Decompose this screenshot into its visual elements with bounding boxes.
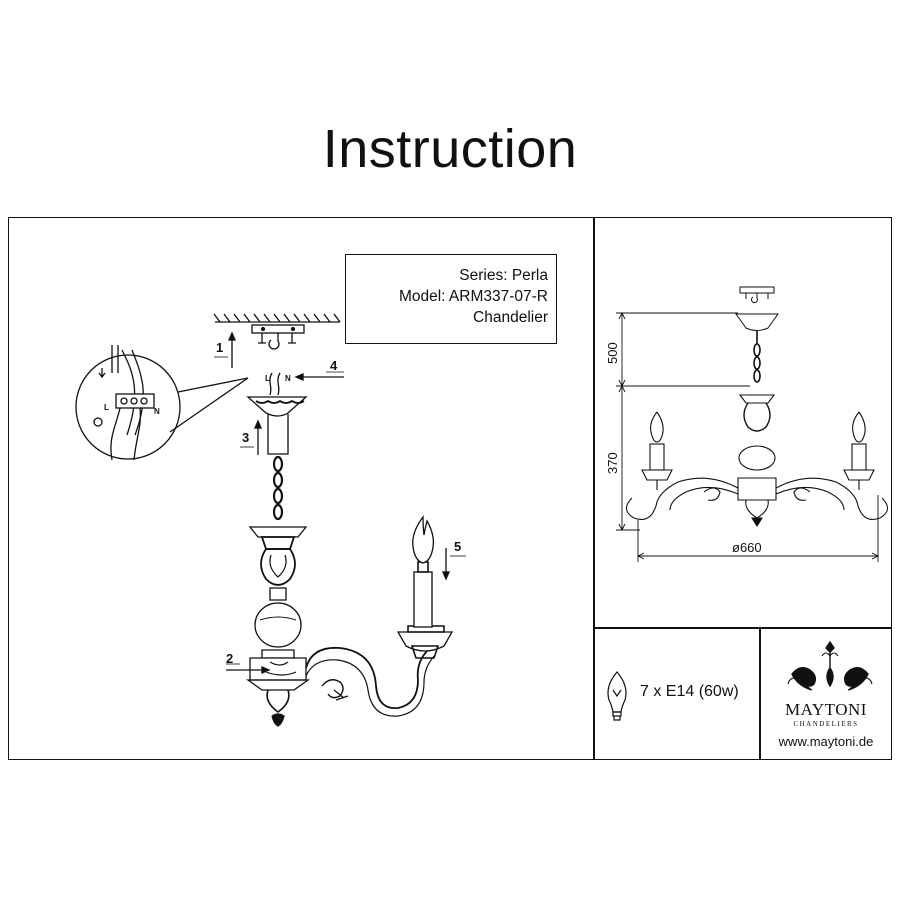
product-type-label: Chandelier <box>473 309 548 326</box>
dimension-lines <box>616 311 880 562</box>
dimension-diameter: ø660 <box>732 540 762 555</box>
brand-name: MAYTONI <box>785 700 867 719</box>
dimension-body-height: 370 <box>605 452 620 474</box>
wiring-detail-callout <box>75 345 249 461</box>
step-5-arrow <box>442 548 466 581</box>
step-5-label: 5 <box>454 539 461 554</box>
step-2-label: 2 <box>226 651 233 666</box>
canopy-icon <box>246 396 308 455</box>
brand-tagline: CHANDELIERS <box>793 720 859 728</box>
chandelier-column-icon <box>245 526 311 727</box>
bulb-icon <box>607 671 627 721</box>
step-2-arrow <box>226 663 271 674</box>
panel-divider-footer <box>759 627 761 760</box>
page-title: Instruction <box>322 119 578 179</box>
ceiling-hatch <box>213 313 341 323</box>
brand-logo-icon <box>787 640 873 691</box>
step-1-arrow <box>214 331 236 368</box>
candle-arm-icon <box>305 646 435 717</box>
candle-bulb-icon <box>412 515 435 564</box>
bulb-spec: 7 x E14 (60w) <box>640 683 739 700</box>
diagram-frame <box>8 217 892 760</box>
step-1-label: 1 <box>216 340 223 355</box>
mini-chain-icon <box>753 330 761 383</box>
panel-divider-horizontal <box>593 627 892 629</box>
model-label: Model: ARM337-07-R <box>398 288 548 305</box>
step-4-arrow <box>294 371 344 381</box>
mini-chandelier-icon <box>625 394 889 528</box>
wires <box>269 372 281 396</box>
detail-neutral-label: N <box>154 407 160 416</box>
step-3-arrow <box>240 419 262 455</box>
mini-bracket-icon <box>739 286 775 304</box>
series-label: Series: Perla <box>459 267 548 284</box>
panel-divider-vertical <box>593 217 595 760</box>
mounting-bracket-icon <box>251 324 305 350</box>
mini-canopy-icon <box>735 313 779 331</box>
wire-neutral-label: N <box>285 374 291 383</box>
wire-live-label: L <box>265 374 270 383</box>
candle-cup-icon <box>396 561 454 659</box>
brand-url[interactable]: www.maytoni.de <box>778 734 874 749</box>
product-info-box: Series: Perla Model: ARM337-07-R Chandel… <box>345 254 557 344</box>
detail-live-label: L <box>104 403 109 412</box>
chain-icon <box>272 455 284 521</box>
step-4-label: 4 <box>330 358 338 373</box>
step-3-label: 3 <box>242 430 249 445</box>
dimension-chain-length: 500 <box>605 342 620 364</box>
